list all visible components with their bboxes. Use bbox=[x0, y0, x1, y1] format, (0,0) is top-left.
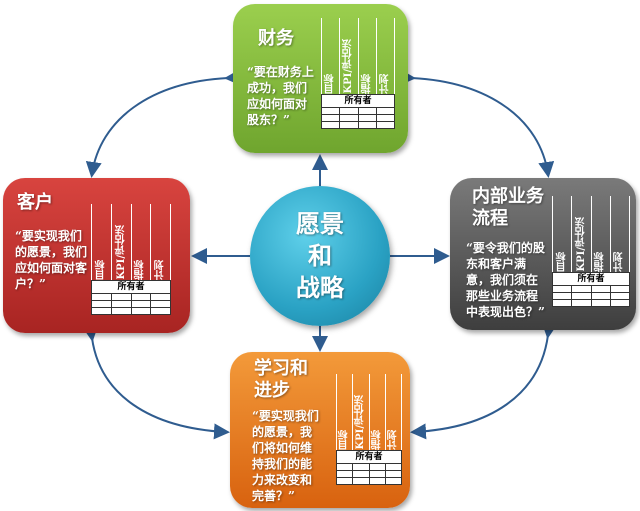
finance-kpi-table: 目标 KPI/评估法指标计划 所有者 bbox=[321, 18, 395, 129]
learning-growth-kpi-table: 目标 KPI/评估法指标计划 所有者 bbox=[336, 374, 402, 485]
internal-process-quote: “要令我们的股东和客户满意，我们须在那些业务流程中表现出色？” bbox=[466, 241, 545, 319]
customer-title: 客户 bbox=[17, 192, 53, 213]
column-header: KPI/评估法 bbox=[115, 225, 127, 280]
customer-kpi-table: 目标 KPI/评估法指标计划 所有者 bbox=[91, 204, 171, 315]
arc-finance-customer bbox=[85, 69, 241, 178]
internal-process-box: 内部业务流程 “要令我们的股东和客户满意，我们须在那些业务流程中表现出色？” 目… bbox=[450, 178, 636, 330]
column-header: 目标 bbox=[325, 74, 337, 94]
learning-growth-title: 学习和进步 bbox=[254, 358, 308, 401]
column-header: 指标 bbox=[135, 260, 147, 280]
center-line: 战略 bbox=[296, 273, 344, 302]
finance-quote: “要在财务上成功，我们应如何面对股东？” bbox=[247, 65, 314, 127]
column-header: KPI/评估法 bbox=[575, 217, 587, 272]
center-line: 愿景 bbox=[296, 209, 344, 238]
owner-label: 所有者 bbox=[336, 450, 402, 464]
column-header: 目标 bbox=[339, 430, 351, 450]
customer-quote: “要实现我们的愿景，我们应如何面对客户？” bbox=[15, 229, 88, 291]
arc-internal-learning bbox=[410, 322, 558, 440]
column-header: 指标 bbox=[371, 430, 383, 450]
arc-customer-learning bbox=[82, 324, 230, 440]
finance-box: 财务 “要在财务上成功，我们应如何面对股东？” 目标 KPI/评估法指标计划 所有… bbox=[233, 4, 408, 153]
owner-label: 所有者 bbox=[321, 94, 395, 108]
column-header: 计划 bbox=[614, 252, 626, 272]
arc-finance-internal bbox=[399, 69, 555, 178]
owner-label: 所有者 bbox=[552, 272, 630, 286]
vision-strategy-circle: 愿景 和 战略 bbox=[250, 186, 390, 326]
column-header: KPI/评估法 bbox=[343, 39, 355, 94]
center-line: 和 bbox=[308, 241, 332, 270]
column-header: KPI/评估法 bbox=[355, 395, 367, 450]
column-header: 目标 bbox=[556, 252, 568, 272]
column-header: 计划 bbox=[379, 74, 391, 94]
column-header: 指标 bbox=[361, 74, 373, 94]
column-header: 计划 bbox=[387, 430, 399, 450]
owner-label: 所有者 bbox=[91, 280, 171, 294]
finance-title: 财务 bbox=[258, 28, 294, 49]
internal-process-kpi-table: 目标 KPI/评估法指标计划 所有者 bbox=[552, 196, 630, 307]
column-header: 计划 bbox=[155, 260, 167, 280]
internal-process-title: 内部业务流程 bbox=[472, 186, 544, 229]
column-header: 目标 bbox=[95, 260, 107, 280]
learning-growth-quote: “要实现我们的愿景，我们将如何维持我们的能力来改变和完善？” bbox=[252, 409, 319, 503]
column-header: 指标 bbox=[595, 252, 607, 272]
customer-box: 客户 “要实现我们的愿景，我们应如何面对客户？” 目标 KPI/评估法指标计划 所… bbox=[3, 178, 190, 333]
